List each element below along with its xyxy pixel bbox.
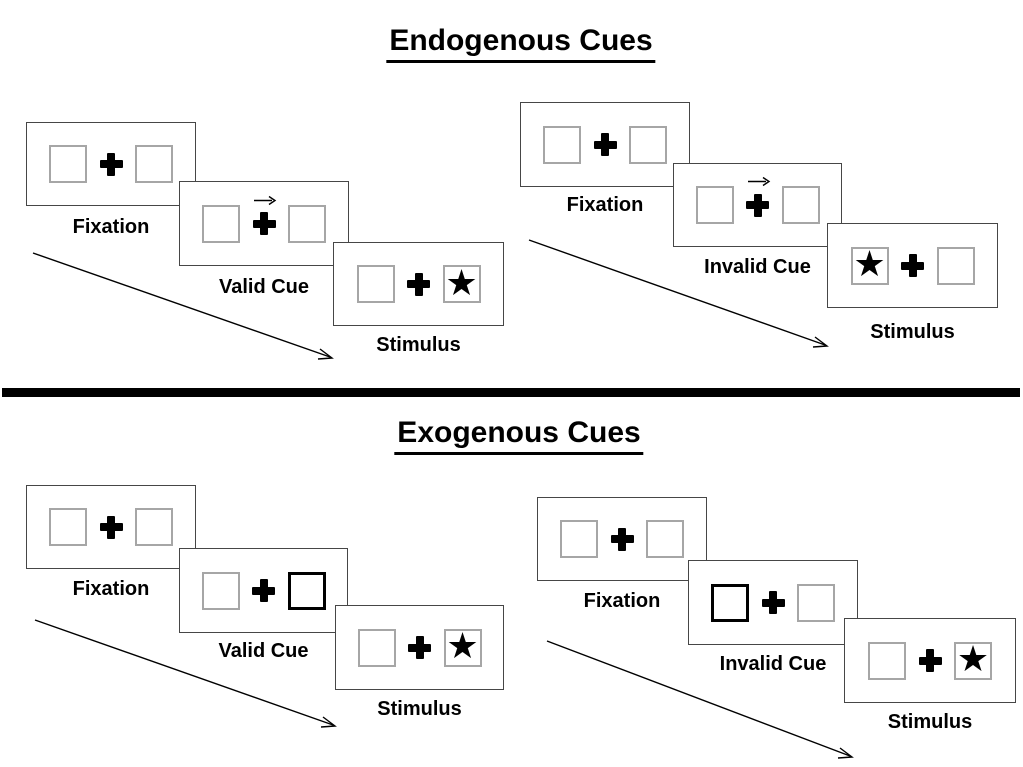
timeline-arrow-icon bbox=[546, 640, 854, 759]
placeholder-square-left bbox=[49, 508, 87, 546]
fixation-cross-icon bbox=[593, 133, 617, 156]
fixation-panel bbox=[520, 102, 690, 187]
target-square-left: ★ bbox=[850, 243, 889, 285]
placeholder-square-right bbox=[629, 125, 667, 164]
target-star-icon: ★ bbox=[445, 261, 478, 303]
section-title-exogenous: Exogenous Cues bbox=[394, 416, 644, 455]
stimulus-panel: ★ bbox=[827, 223, 998, 308]
fixation-cross-icon bbox=[901, 254, 924, 277]
cue-panel bbox=[179, 548, 348, 633]
stimulus-panel: ★ bbox=[335, 605, 504, 690]
target-square-right: ★ bbox=[954, 638, 992, 680]
cue-highlight-square-left bbox=[711, 583, 749, 622]
cue-panel bbox=[673, 163, 842, 247]
placeholder-square-left bbox=[201, 571, 240, 610]
placeholder-square-left bbox=[543, 125, 581, 164]
fixation-cross-icon bbox=[408, 636, 431, 659]
fixation-cross-icon bbox=[252, 212, 276, 235]
fixation-cross-icon bbox=[252, 579, 275, 602]
section-title-endogenous: Endogenous Cues bbox=[386, 24, 656, 63]
timeline-arrow-icon bbox=[528, 239, 829, 348]
fixation-cross-icon bbox=[407, 272, 430, 296]
cue-label: Invalid Cue bbox=[704, 256, 811, 278]
fixation-cross-icon bbox=[99, 152, 123, 176]
target-square-right: ★ bbox=[443, 625, 482, 667]
cue-panel bbox=[688, 560, 858, 645]
placeholder-square-left bbox=[357, 628, 396, 667]
placeholder-square-right bbox=[646, 520, 684, 558]
placeholder-square-left bbox=[202, 204, 240, 243]
fixation-panel bbox=[537, 497, 707, 581]
fixation-panel bbox=[26, 122, 196, 206]
target-star-icon: ★ bbox=[446, 625, 479, 666]
placeholder-square-right bbox=[797, 583, 835, 622]
placeholder-square-right bbox=[135, 508, 173, 546]
stimulus-label: Stimulus bbox=[870, 321, 955, 343]
fixation-label: Fixation bbox=[566, 194, 644, 216]
cue-label: Valid Cue bbox=[218, 276, 310, 298]
cue-label: Invalid Cue bbox=[719, 653, 827, 675]
placeholder-square-left bbox=[695, 186, 734, 224]
cue-highlight-square-right bbox=[287, 571, 326, 610]
fixation-cross-icon bbox=[746, 193, 769, 217]
target-square-right: ★ bbox=[442, 261, 481, 303]
placeholder-square-left bbox=[356, 265, 395, 303]
placeholder-square-left bbox=[560, 520, 598, 558]
placeholder-square-left bbox=[49, 145, 87, 183]
fixation-label: Fixation bbox=[583, 590, 661, 612]
stimulus-label: Stimulus bbox=[377, 698, 462, 720]
cue-arrow-icon bbox=[254, 195, 277, 205]
stimulus-label: Stimulus bbox=[887, 711, 973, 733]
fixation-label: Fixation bbox=[72, 216, 150, 238]
fixation-cross-icon bbox=[918, 649, 942, 672]
placeholder-square-right bbox=[135, 145, 173, 183]
placeholder-square-left bbox=[868, 641, 906, 680]
cue-label: Valid Cue bbox=[218, 640, 309, 662]
cue-panel bbox=[179, 181, 349, 266]
fixation-panel bbox=[26, 485, 196, 569]
fixation-cross-icon bbox=[761, 591, 785, 614]
timeline-arrow-icon bbox=[34, 619, 337, 728]
target-star-icon: ★ bbox=[853, 243, 886, 284]
target-star-icon: ★ bbox=[956, 638, 990, 679]
timeline-arrow-icon bbox=[32, 252, 334, 360]
fixation-cross-icon bbox=[99, 515, 123, 539]
fixation-cross-icon bbox=[610, 527, 634, 551]
section-divider bbox=[2, 388, 1020, 397]
fixation-label: Fixation bbox=[72, 578, 150, 600]
stimulus-panel: ★ bbox=[844, 618, 1016, 703]
placeholder-square-right bbox=[288, 204, 326, 243]
stimulus-label: Stimulus bbox=[376, 334, 461, 356]
cue-arrow-icon bbox=[747, 176, 770, 187]
placeholder-square-right bbox=[936, 246, 975, 285]
placeholder-square-right bbox=[781, 186, 820, 224]
stimulus-panel: ★ bbox=[333, 242, 504, 326]
